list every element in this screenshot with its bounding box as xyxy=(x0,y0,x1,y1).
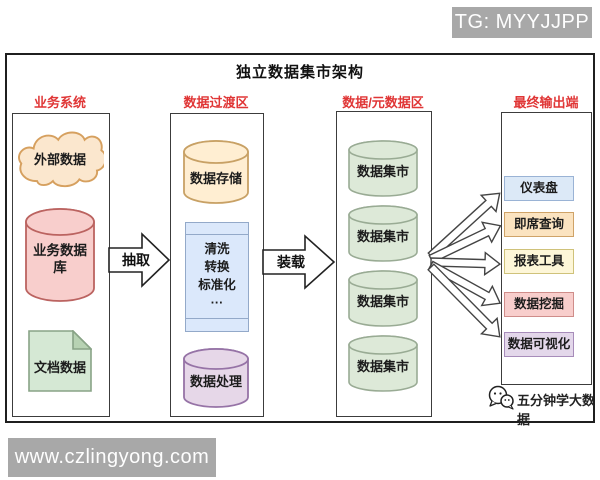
process-step-clean: 清洗 xyxy=(204,242,230,256)
data-processing-label: 数据处理 xyxy=(189,374,242,389)
tg-watermark-badge: TG: MYYJJPP xyxy=(452,7,592,38)
output-adhoc-query: 即席查询 xyxy=(504,212,574,237)
wechat-watermark-text: 五分钟学大数据 xyxy=(517,393,596,427)
load-arrow-label: 装载 xyxy=(277,254,305,270)
data-mart-label-1: 数据集市 xyxy=(356,164,409,179)
document-shape xyxy=(28,330,92,392)
process-divider-top xyxy=(186,234,248,235)
data-mart-cylinder-4 xyxy=(348,335,418,392)
process-step-transform: 转换 xyxy=(204,260,230,274)
column-label-output: 最终输出端 xyxy=(513,95,579,110)
output-report-tool: 报表工具 xyxy=(504,249,574,274)
process-box: 清洗 转换 标准化 ··· xyxy=(185,222,249,332)
data-mart-label-2: 数据集市 xyxy=(356,229,409,244)
wechat-icon xyxy=(488,385,514,410)
data-processing-cylinder xyxy=(183,348,249,408)
data-storage-cylinder xyxy=(183,140,249,204)
column-label-transition-zone: 数据过渡区 xyxy=(183,95,249,110)
column-label-business-system: 业务系统 xyxy=(33,95,86,110)
cloud-shape xyxy=(18,131,104,188)
output-data-mining: 数据挖掘 xyxy=(504,292,574,317)
document-data-label: 文档数据 xyxy=(33,360,86,375)
process-divider-bottom xyxy=(186,318,248,319)
data-storage-label: 数据存储 xyxy=(189,171,242,186)
data-mart-label-4: 数据集市 xyxy=(356,359,409,374)
business-db-cylinder xyxy=(25,208,95,302)
diagram-title: 独立数据集市架构 xyxy=(235,64,364,81)
data-mart-cylinder-1 xyxy=(348,140,418,197)
process-step-standardize: 标准化 xyxy=(198,278,236,292)
site-watermark-badge: www.czlingyong.com xyxy=(8,438,216,477)
data-mart-cylinder-2 xyxy=(348,205,418,262)
extract-arrow-label: 抽取 xyxy=(122,252,150,268)
business-db-label: 业务数据库 xyxy=(33,243,87,275)
output-dashboard: 仪表盘 xyxy=(504,176,574,201)
column-label-metadata-zone: 数据/元数据区 xyxy=(342,95,424,110)
data-mart-label-3: 数据集市 xyxy=(356,294,409,309)
external-data-label: 外部数据 xyxy=(33,152,86,167)
process-step-ellipsis: ··· xyxy=(210,296,224,310)
data-mart-cylinder-3 xyxy=(348,270,418,327)
output-data-visualization: 数据可视化 xyxy=(504,332,574,357)
